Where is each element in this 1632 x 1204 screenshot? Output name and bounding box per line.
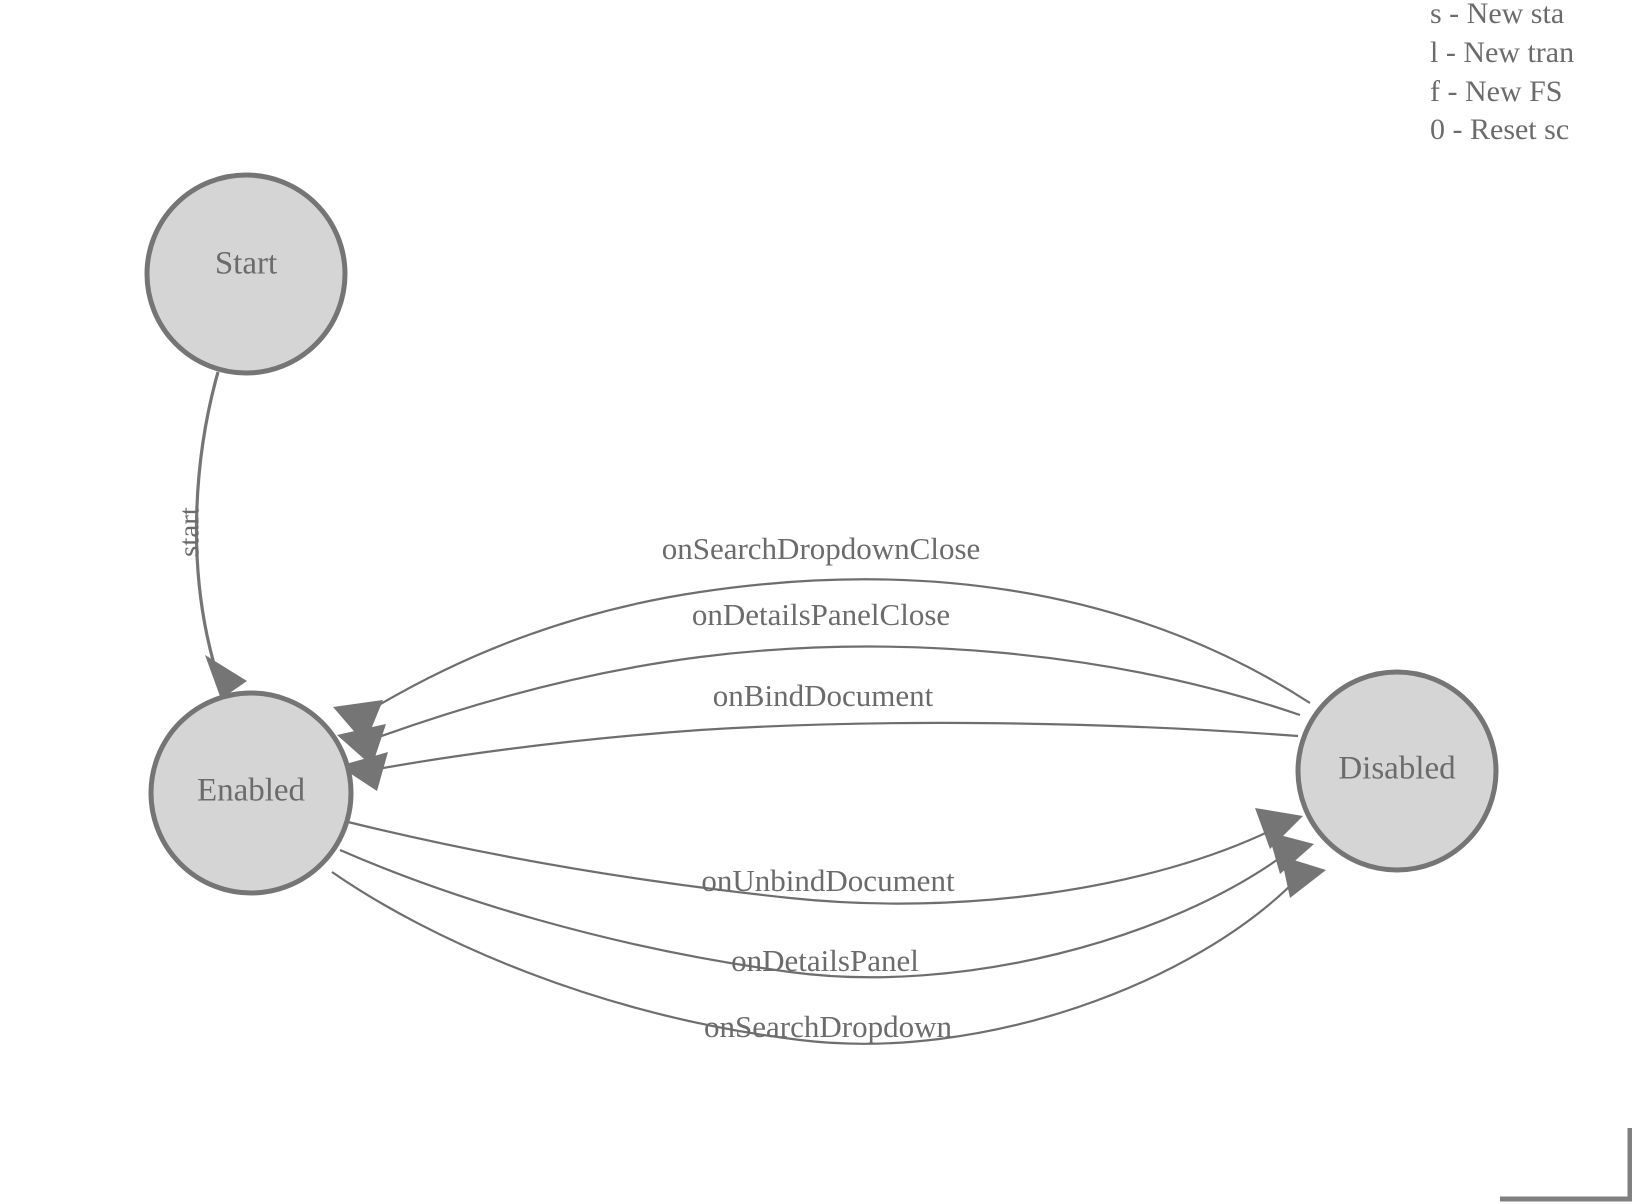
state-circle-disabled[interactable] xyxy=(1295,669,1499,873)
arrowhead-bind-document xyxy=(339,752,388,791)
state-node-disabled[interactable]: Disabled xyxy=(1295,669,1499,873)
arrowhead-start-to-enabled xyxy=(205,655,247,699)
state-label-disabled: Disabled xyxy=(1338,751,1456,787)
edge-enabled-to-disabled-unbind-document[interactable] xyxy=(347,820,1277,905)
help-line-new-state: s - New sta xyxy=(1430,0,1564,30)
state-circle-start[interactable] xyxy=(144,172,348,376)
edges-layer xyxy=(194,371,1326,1045)
state-label-start: Start xyxy=(215,246,277,282)
edge-disabled-to-enabled-details-close[interactable] xyxy=(356,645,1301,747)
edge-label-on-details-panel: onDetailsPanel xyxy=(731,943,919,978)
edge-labels-layer: start onSearchDropdownClose onDetailsPan… xyxy=(174,507,981,1044)
edge-label-start: start xyxy=(174,507,206,557)
state-circle-enabled[interactable] xyxy=(148,690,354,896)
state-node-enabled[interactable]: Enabled xyxy=(148,690,354,896)
state-node-start[interactable]: Start xyxy=(144,172,348,376)
arrowhead-details-panel xyxy=(1268,832,1314,874)
arrowhead-details-panel-close xyxy=(337,724,386,766)
panel-corner-border xyxy=(1500,1128,1632,1202)
edge-label-on-bind-document: onBindDocument xyxy=(713,678,934,713)
bottom-right-panel-corner[interactable] xyxy=(1500,1128,1632,1202)
edge-enabled-to-disabled-search-dropdown[interactable] xyxy=(331,871,1301,1045)
edge-disabled-to-enabled-search-close[interactable] xyxy=(350,578,1311,723)
help-line-new-transition: l - New tran xyxy=(1430,36,1574,69)
help-line-new-fsm: f - New FS xyxy=(1430,75,1563,108)
help-overlay: s - New sta l - New tran f - New FS 0 - … xyxy=(1430,0,1574,146)
edge-start-to-enabled[interactable] xyxy=(194,371,220,665)
edge-label-on-unbind-document: onUnbindDocument xyxy=(701,863,955,898)
nodes-layer: Start Enabled Disabled xyxy=(144,172,1499,896)
edge-label-on-search-dropdown-close: onSearchDropdownClose xyxy=(662,531,981,566)
help-line-reset-scale: 0 - Reset sc xyxy=(1430,113,1569,146)
arrowhead-unbind-document xyxy=(1255,808,1303,849)
edge-disabled-to-enabled-bind-document[interactable] xyxy=(355,721,1299,775)
edge-label-on-details-panel-close: onDetailsPanelClose xyxy=(692,597,950,632)
arrowhead-search-dropdown xyxy=(1281,856,1326,898)
edge-enabled-to-disabled-details-panel[interactable] xyxy=(339,848,1289,979)
arrowhead-search-dropdown-close xyxy=(333,700,383,744)
state-label-enabled: Enabled xyxy=(197,773,306,809)
edge-label-on-search-dropdown: onSearchDropdown xyxy=(704,1009,952,1044)
